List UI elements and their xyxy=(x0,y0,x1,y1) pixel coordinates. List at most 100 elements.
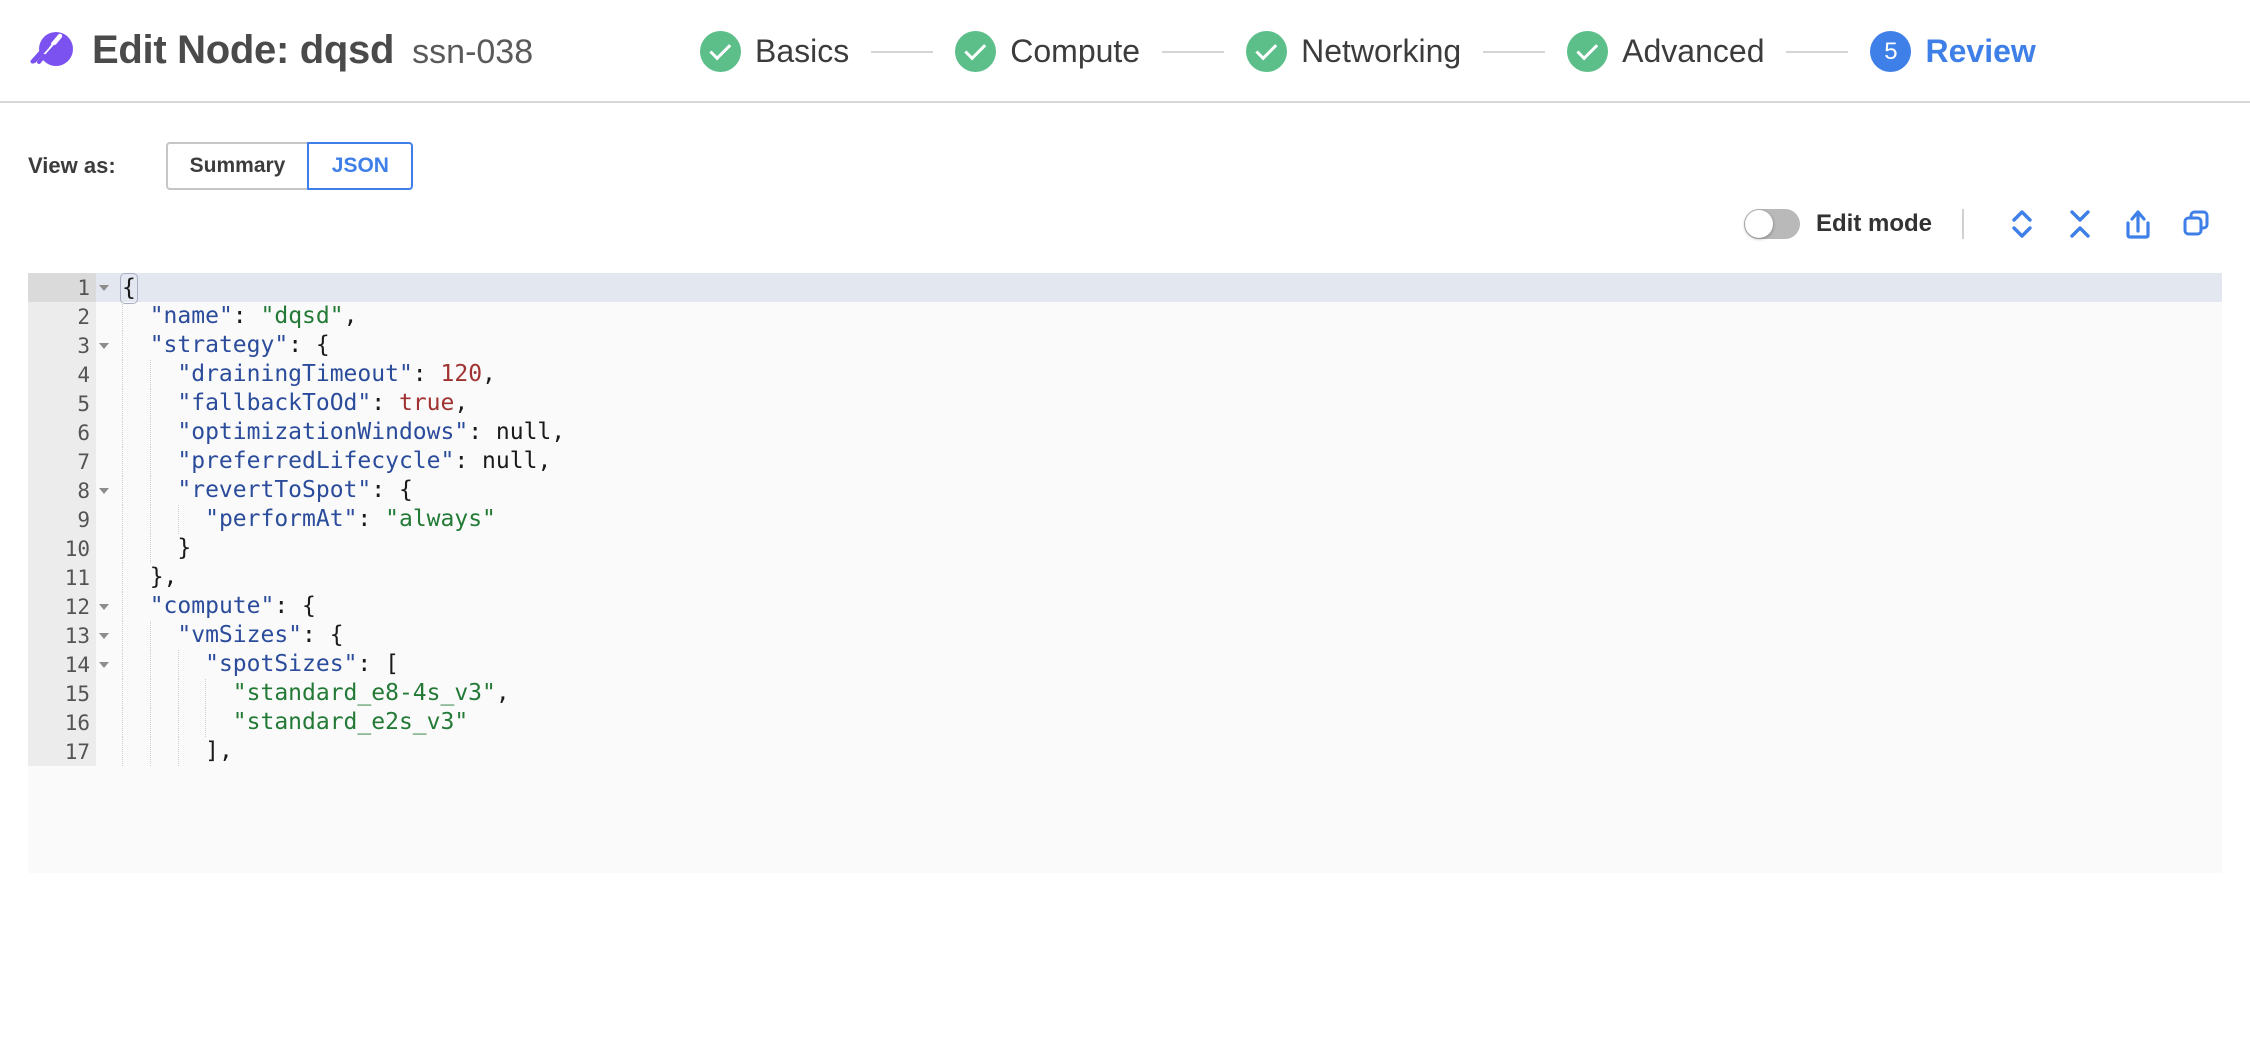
step-connector xyxy=(1162,50,1225,53)
code-line[interactable]: 17 ], xyxy=(28,737,2222,766)
wizard-stepper: Basics Compute Networking Advanced 5 Rev… xyxy=(700,0,2036,101)
code-text: "performAt": "always" xyxy=(112,505,2222,534)
indent-guide xyxy=(122,447,123,476)
edit-mode-toggle[interactable] xyxy=(1743,209,1800,239)
indent-guide xyxy=(122,389,123,418)
token-punc: , xyxy=(482,361,496,387)
indent-guide xyxy=(149,418,151,447)
code-text: "optimizationWindows": null, xyxy=(112,418,2222,447)
fold-toggle-icon[interactable] xyxy=(96,621,112,650)
code-line[interactable]: 6 "optimizationWindows": null, xyxy=(28,418,2222,447)
fold-toggle-icon[interactable] xyxy=(96,273,112,302)
token-num: 120 xyxy=(440,361,483,387)
fold-spacer xyxy=(96,679,112,708)
indent-guide xyxy=(122,708,123,737)
edit-mode-toggle-knob xyxy=(1744,210,1773,238)
code-text: "revertToSpot": { xyxy=(112,476,2222,505)
json-editor-content[interactable]: 1{2 "name": "dqsd",3 "strategy": {4 "dra… xyxy=(28,273,2222,766)
fold-toggle-icon[interactable] xyxy=(96,331,112,360)
fold-spacer xyxy=(96,447,112,476)
step-review-label: Review xyxy=(1925,33,2036,69)
token-punc: : { xyxy=(288,332,330,358)
token-punc: ], xyxy=(205,738,233,764)
token-punc: : { xyxy=(274,593,316,619)
fold-spacer xyxy=(96,563,112,592)
indent-guide xyxy=(149,650,151,679)
fold-spacer xyxy=(96,302,112,331)
step-basics-label: Basics xyxy=(755,33,850,69)
code-line[interactable]: 3 "strategy": { xyxy=(28,331,2222,360)
indent-guide xyxy=(122,650,123,679)
indent-guide xyxy=(122,592,123,621)
line-number: 9 xyxy=(28,505,96,534)
token-key: "drainingTimeout" xyxy=(177,361,413,387)
fold-toggle-icon[interactable] xyxy=(96,592,112,621)
code-line[interactable]: 7 "preferredLifecycle": null, xyxy=(28,447,2222,476)
json-editor[interactable]: 1{2 "name": "dqsd",3 "strategy": {4 "dra… xyxy=(28,273,2222,873)
token-null: null xyxy=(495,419,552,445)
expand-all-icon[interactable] xyxy=(1996,202,2048,246)
page-header: Edit Node: dqsd ssn-038 Basics Compute N… xyxy=(0,0,2250,103)
token-key: "compute" xyxy=(149,593,275,619)
code-line[interactable]: 4 "drainingTimeout": 120, xyxy=(28,360,2222,389)
token-str: "standard_e8-4s_v3" xyxy=(232,680,496,706)
line-number: 5 xyxy=(28,389,96,418)
code-line[interactable]: 8 "revertToSpot": { xyxy=(28,476,2222,505)
token-punc: : { xyxy=(302,622,344,648)
collapse-all-icon[interactable] xyxy=(2054,202,2106,246)
indent-guide xyxy=(122,418,123,447)
view-as-label: View as: xyxy=(28,153,116,178)
step-networking[interactable]: Networking xyxy=(1246,31,1461,72)
indent-guide xyxy=(122,505,123,534)
code-text: "fallbackToOd": true, xyxy=(112,389,2222,418)
view-as-toggle-group: Summary JSON xyxy=(165,142,414,190)
indent-guide xyxy=(149,621,151,650)
line-number: 3 xyxy=(28,331,96,360)
indent-guide xyxy=(122,534,123,563)
view-as-json-button[interactable]: JSON xyxy=(307,142,414,190)
step-compute-label: Compute xyxy=(1010,33,1141,69)
line-number: 13 xyxy=(28,621,96,650)
code-line[interactable]: 14 "spotSizes": [ xyxy=(28,650,2222,679)
code-line[interactable]: 2 "name": "dqsd", xyxy=(28,302,2222,331)
step-advanced[interactable]: Advanced xyxy=(1567,31,1764,72)
code-line[interactable]: 12 "compute": { xyxy=(28,592,2222,621)
token-key: "revertToSpot" xyxy=(177,477,372,503)
token-str: "dqsd" xyxy=(260,303,344,329)
view-as-summary-button[interactable]: Summary xyxy=(165,142,308,190)
code-line[interactable]: 11 }, xyxy=(28,563,2222,592)
step-basics[interactable]: Basics xyxy=(700,31,849,72)
copy-icon[interactable] xyxy=(2170,202,2222,246)
code-line[interactable]: 13 "vmSizes": { xyxy=(28,621,2222,650)
token-punc: : [ xyxy=(357,651,399,677)
indent-guide xyxy=(149,447,151,476)
fold-spacer xyxy=(96,389,112,418)
fold-toggle-icon[interactable] xyxy=(96,476,112,505)
code-line[interactable]: 16 "standard_e2s_v3" xyxy=(28,708,2222,737)
token-key: "preferredLifecycle" xyxy=(177,448,455,474)
code-line[interactable]: 10 } xyxy=(28,534,2222,563)
editor-toolbar: Edit mode xyxy=(0,187,2250,261)
step-basics-status-icon xyxy=(700,31,741,72)
line-number: 1 xyxy=(28,273,96,302)
indent-guide xyxy=(177,708,179,737)
indent-guide xyxy=(149,476,151,505)
code-line[interactable]: 9 "performAt": "always" xyxy=(28,505,2222,534)
indent-guide xyxy=(149,679,151,708)
step-review[interactable]: 5 Review xyxy=(1870,31,2036,72)
token-key: "optimizationWindows" xyxy=(177,419,469,445)
share-export-icon[interactable] xyxy=(2112,202,2164,246)
token-punc: : { xyxy=(371,477,413,503)
code-line[interactable]: 5 "fallbackToOd": true, xyxy=(28,389,2222,418)
code-text: "drainingTimeout": 120, xyxy=(112,360,2222,389)
page-title: Edit Node: dqsd ssn-038 xyxy=(92,28,533,73)
fold-toggle-icon[interactable] xyxy=(96,650,112,679)
line-number: 15 xyxy=(28,679,96,708)
code-line[interactable]: 1{ xyxy=(28,273,2222,304)
step-advanced-label: Advanced xyxy=(1622,33,1765,69)
token-punc: , xyxy=(454,390,469,416)
token-key: "performAt" xyxy=(205,506,358,532)
code-line[interactable]: 15 "standard_e8-4s_v3", xyxy=(28,679,2222,708)
step-compute[interactable]: Compute xyxy=(955,31,1140,72)
code-text: "compute": { xyxy=(112,592,2222,621)
